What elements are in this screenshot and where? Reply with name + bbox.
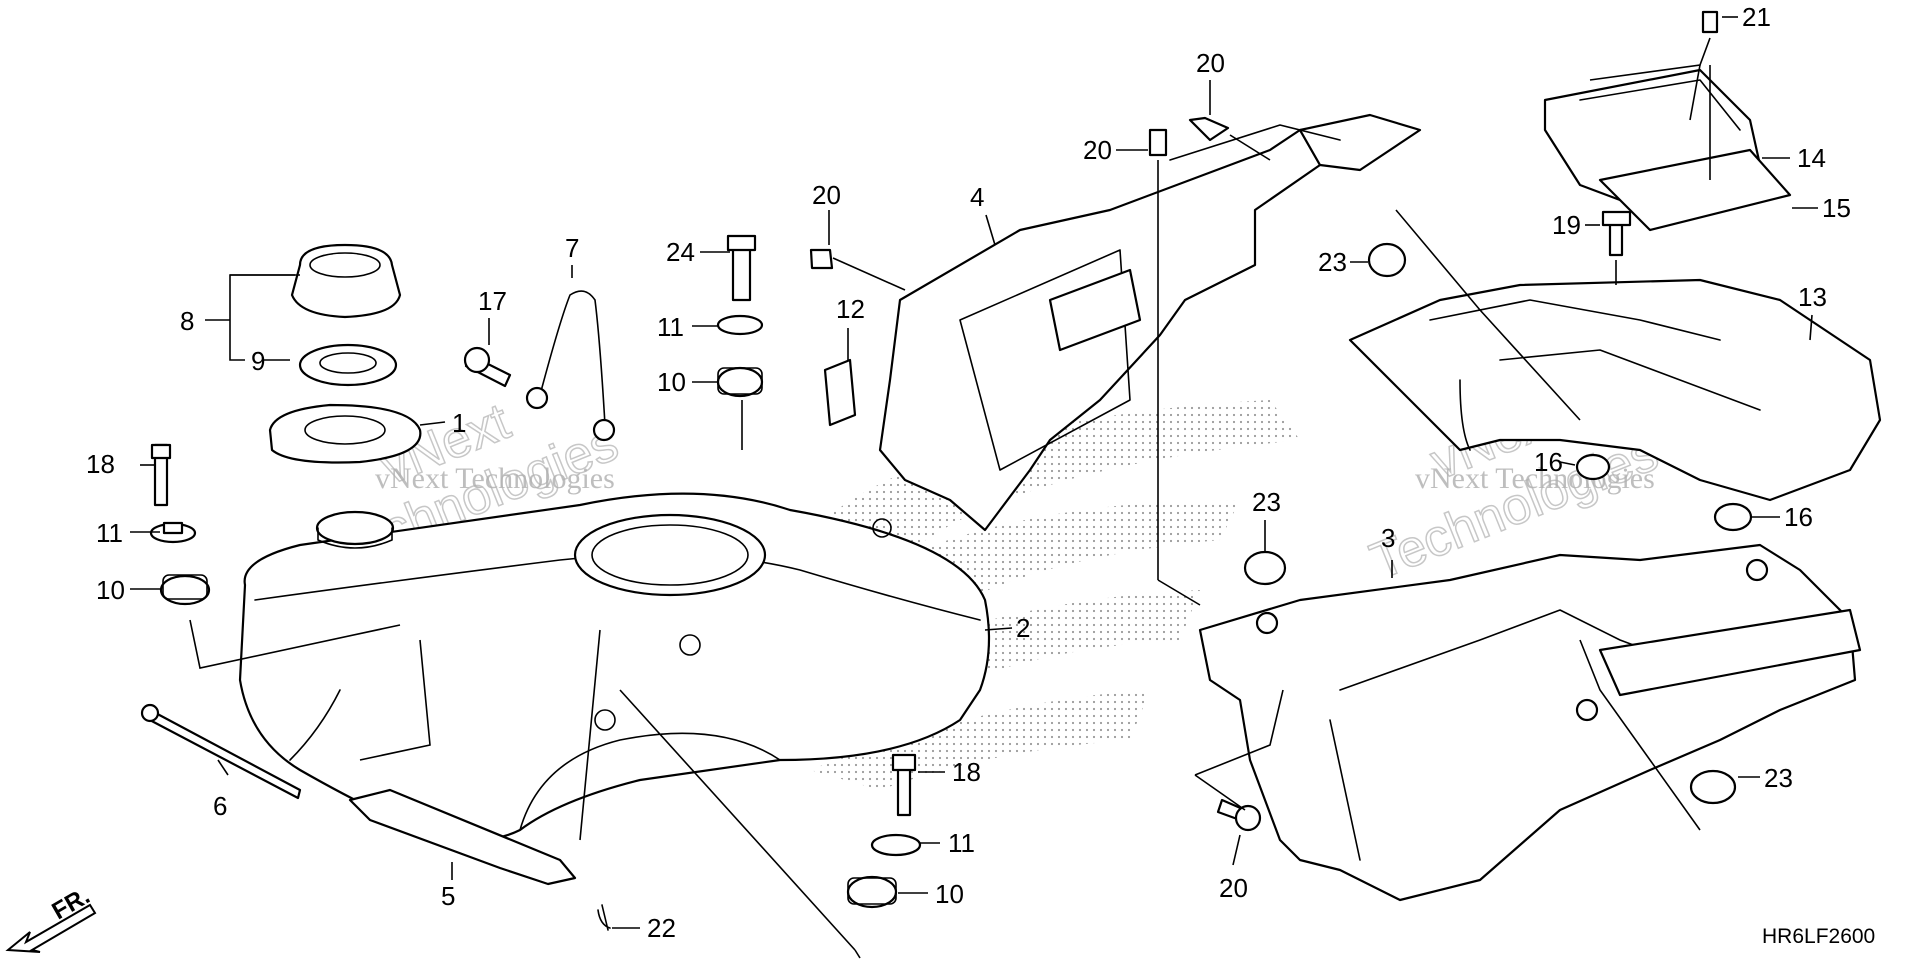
front-arrow-label: FR.	[48, 882, 95, 925]
lower-hardware	[1216, 550, 1737, 832]
callout-16-right: 16	[1784, 502, 1813, 532]
callout-11-left: 11	[96, 518, 123, 548]
callout-23-lower: 23	[1764, 763, 1793, 793]
watermark-text-left: vNext Technologies	[375, 462, 615, 495]
callout-11-center: 11	[657, 312, 684, 342]
bottom-mount-hardware	[846, 753, 922, 909]
callout-19: 19	[1552, 210, 1581, 240]
callout-20-mid: 20	[1083, 135, 1112, 165]
cover-gasket	[1598, 148, 1792, 232]
callout-22: 22	[647, 913, 676, 943]
callout-17: 17	[478, 286, 507, 316]
grommets-upper-right	[1367, 242, 1753, 532]
push-rivets-top	[809, 116, 1230, 270]
tank-strap	[348, 788, 577, 886]
callout-18-bottom: 18	[952, 757, 981, 787]
callout-7: 7	[565, 233, 579, 263]
callout-8: 8	[180, 306, 194, 336]
watermark-text-right: vNext Technologies	[1415, 462, 1655, 495]
callout-3: 3	[1381, 523, 1395, 553]
callout-15: 15	[1822, 193, 1851, 223]
filler-retainer	[268, 403, 422, 464]
pin-clip	[597, 904, 611, 931]
callout-23-upper: 23	[1318, 247, 1347, 277]
callout-10-center: 10	[657, 367, 686, 397]
callout-4: 4	[970, 182, 984, 212]
cover-screw	[1701, 10, 1719, 34]
callout-1: 1	[452, 408, 466, 438]
diagram-code: HR6LF2600	[1762, 925, 1875, 948]
left-mount-hardware	[149, 443, 211, 606]
stud-bolt	[463, 346, 512, 388]
callout-18-left: 18	[86, 449, 115, 479]
callout-14: 14	[1797, 143, 1826, 173]
fuel-cap	[290, 243, 402, 319]
callout-11-bottom: 11	[948, 828, 975, 858]
callout-6: 6	[213, 791, 227, 821]
callout-12: 12	[836, 294, 865, 324]
callout-20-top: 20	[1196, 48, 1225, 78]
clip-nut	[823, 358, 857, 427]
callout-21: 21	[1742, 2, 1771, 32]
under-cover	[1198, 543, 1862, 902]
center-mount-hardware	[716, 234, 764, 398]
callout-13: 13	[1798, 282, 1827, 312]
tray-bolt	[1601, 210, 1632, 257]
cap-gasket	[298, 343, 398, 387]
ground-cable	[525, 290, 616, 442]
callout-10-bottom: 10	[935, 879, 964, 909]
center-cover-panel	[878, 113, 1422, 532]
callout-20-left: 20	[812, 180, 841, 210]
electrical-tray	[1348, 278, 1882, 502]
callout-9: 9	[251, 346, 265, 376]
tank-rod	[140, 703, 302, 800]
callout-2: 2	[1016, 613, 1030, 643]
front-arrow: FR.	[5, 882, 97, 953]
callout-5: 5	[441, 881, 455, 911]
callout-24: 24	[666, 237, 695, 267]
callout-20-bottom: 20	[1219, 873, 1248, 903]
leader-lines	[130, 16, 1818, 959]
callout-labels: 1 2 3 4 5 6 7 8 9 10 10 10 11 11 11 12 1…	[86, 2, 1851, 943]
callout-16-upper: 16	[1534, 447, 1563, 477]
callout-10-left: 10	[96, 575, 125, 605]
callout-23-left: 23	[1252, 487, 1281, 517]
